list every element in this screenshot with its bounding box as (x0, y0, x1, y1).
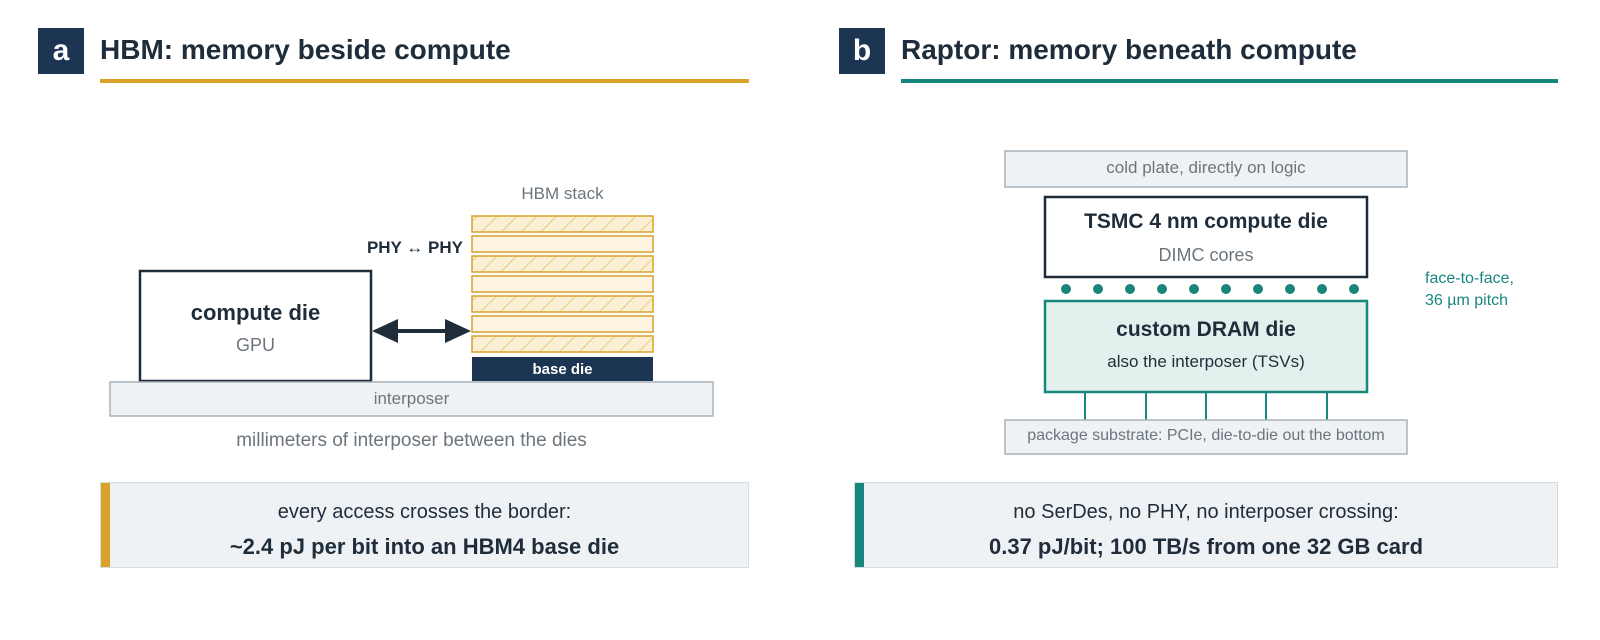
hbm-layer (471, 255, 654, 273)
substrate-box (1004, 419, 1408, 455)
bond-dot (1157, 284, 1167, 294)
interposer-box (109, 381, 714, 417)
panel-b-letter: b (839, 28, 885, 74)
panel-a-callout: every access crosses the border: ~2.4 pJ… (100, 482, 749, 568)
hbm-stack-label: HBM stack (521, 184, 604, 203)
bond-dot (1221, 284, 1231, 294)
bond-dot (1253, 284, 1263, 294)
panel-b-callout-line1: no SerDes, no PHY, no interposer crossin… (1013, 501, 1399, 523)
panel-b-title: Raptor: memory beneath compute (901, 34, 1357, 65)
cold-plate-label: cold plate, directly on logic (1106, 158, 1306, 177)
bond-dot (1189, 284, 1199, 294)
interposer-label: interposer (373, 389, 450, 408)
substrate-label: package substrate: PCIe, die-to-die out … (1027, 427, 1385, 444)
panel-a-callout-line1: every access crosses the border: (277, 501, 572, 523)
raptor-compute-die-subtitle: DIMC cores (1158, 245, 1254, 265)
panel-b-callout-line2: 0.37 pJ/bit; 100 TB/s from one 32 GB car… (988, 534, 1424, 559)
panel-a-letter: a (38, 28, 84, 74)
hbm-layer (471, 315, 654, 333)
bond-note-line2: 36 µm pitch (1425, 292, 1509, 309)
bond-dot (1317, 284, 1327, 294)
phy-arrowhead-right (445, 319, 471, 343)
raptor-compute-die-title: TSMC 4 nm compute die (1084, 210, 1328, 233)
phy-label: PHY ↔ PHY (366, 238, 463, 257)
tsv-lines (1084, 392, 1328, 420)
bond-dot (1125, 284, 1135, 294)
panel-b-diagram (1004, 150, 1408, 455)
hbm-layer (471, 335, 654, 353)
hybrid-bond-dots (1061, 284, 1359, 294)
bond-dot (1061, 284, 1071, 294)
panel-b-callout-accent (855, 483, 864, 567)
dram-die-title: custom DRAM die (1116, 318, 1296, 341)
dram-die-box (1043, 299, 1369, 394)
panel-a-title: HBM: memory beside compute (100, 34, 511, 65)
panel-a-callout-line2: ~2.4 pJ per bit into an HBM4 base die (229, 534, 620, 559)
hbm-layer (471, 235, 654, 253)
raptor-compute-die-box (1043, 195, 1369, 279)
panel-a-diagram (109, 215, 714, 417)
hbm-layer (471, 295, 654, 313)
hbm-layer (471, 275, 654, 293)
compute-die-title: compute die (190, 300, 321, 325)
hbm-layer (471, 215, 654, 233)
panel-a-callout-accent (101, 483, 110, 567)
panel-b-title-rule (901, 79, 1558, 83)
compute-die-box (138, 269, 373, 383)
bond-dot (1093, 284, 1103, 294)
bond-note-line1: face-to-face, (1425, 270, 1514, 287)
base-die (472, 357, 653, 381)
dram-die-subtitle: also the interposer (TSVs) (1107, 352, 1305, 371)
cold-plate-box (1004, 150, 1408, 188)
panel-b-callout: no SerDes, no PHY, no interposer crossin… (854, 482, 1558, 568)
bond-dot (1285, 284, 1295, 294)
compute-die-subtitle: GPU (235, 335, 275, 355)
panel-a-title-rule (100, 79, 749, 83)
panel-a-caption: millimeters of interposer between the di… (236, 430, 587, 451)
phy-arrowhead-left (372, 319, 398, 343)
bond-dot (1349, 284, 1359, 294)
base-die-label: base die (532, 361, 593, 378)
